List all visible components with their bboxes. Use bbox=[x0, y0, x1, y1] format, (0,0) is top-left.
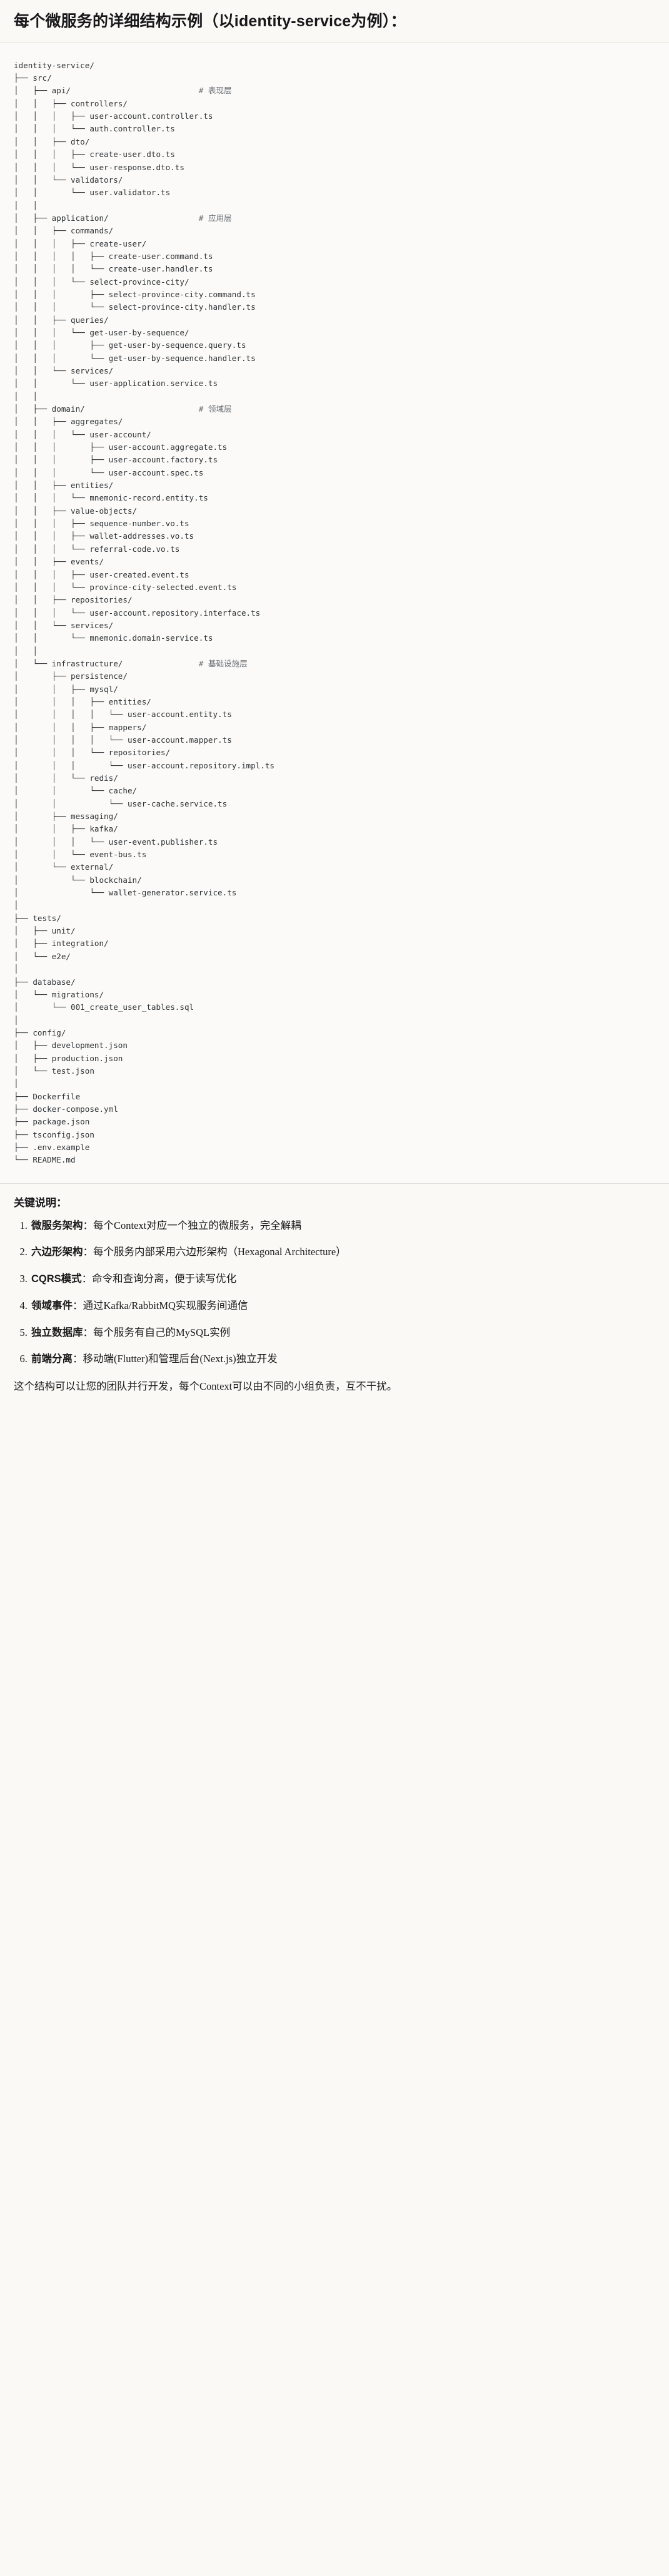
note-separator: ： bbox=[73, 1299, 83, 1311]
closing-paragraph: 这个结构可以让您的团队并行开发，每个Context可以由不同的小组负责，互不干扰… bbox=[14, 1380, 398, 1393]
note-separator: ： bbox=[73, 1353, 83, 1365]
key-notes-section: 关键说明： 微服务架构：每个Context对应一个独立的微服务，完全解耦 六边形… bbox=[0, 1183, 669, 1412]
key-notes-list: 微服务架构：每个Context对应一个独立的微服务，完全解耦 六边形架构：每个服… bbox=[14, 1218, 655, 1368]
note-separator: ： bbox=[81, 1273, 93, 1285]
note-body: 通过Kafka/RabbitMQ实现服务间通信 bbox=[83, 1299, 248, 1311]
note-body: 每个服务有自己的MySQL实例 bbox=[93, 1326, 231, 1338]
note-term: CQRS模式 bbox=[31, 1273, 82, 1285]
code-divider bbox=[0, 1183, 669, 1184]
note-body: 每个Context对应一个独立的微服务，完全解耦 bbox=[93, 1219, 301, 1231]
note-term: 微服务架构 bbox=[31, 1219, 83, 1231]
note-separator: ： bbox=[83, 1219, 94, 1231]
note-term: 前端分离 bbox=[31, 1353, 73, 1365]
page-title: 每个微服务的详细结构示例（以identity-service为例）： bbox=[14, 13, 406, 30]
code-block: identity-service/ ├── src/ │ ├── api/ # … bbox=[0, 43, 669, 1183]
note-separator: ： bbox=[83, 1326, 94, 1338]
list-item: 六边形架构：每个服务内部采用六边形架构（Hexagonal Architectu… bbox=[30, 1245, 655, 1260]
list-item: 独立数据库：每个服务有自己的MySQL实例 bbox=[30, 1325, 655, 1341]
list-item: 领域事件：通过Kafka/RabbitMQ实现服务间通信 bbox=[30, 1298, 655, 1314]
note-body: 命令和查询分离，便于读写优化 bbox=[92, 1273, 237, 1285]
note-term: 六边形架构 bbox=[31, 1246, 83, 1258]
key-notes-title: 关键说明： bbox=[14, 1196, 67, 1209]
document-page: 每个微服务的详细结构示例（以identity-service为例）： ident… bbox=[0, 0, 669, 1412]
note-body: 每个服务内部采用六边形架构（Hexagonal Architecture） bbox=[93, 1246, 346, 1258]
note-term: 独立数据库 bbox=[31, 1326, 83, 1338]
note-term: 领域事件 bbox=[31, 1300, 73, 1311]
list-item: 微服务架构：每个Context对应一个独立的微服务，完全解耦 bbox=[30, 1218, 655, 1234]
note-body: 移动端(Flutter)和管理后台(Next.js)独立开发 bbox=[83, 1353, 278, 1365]
note-separator: ： bbox=[83, 1246, 94, 1258]
list-item: CQRS模式：命令和查询分离，便于读写优化 bbox=[30, 1271, 655, 1287]
list-item: 前端分离：移动端(Flutter)和管理后台(Next.js)独立开发 bbox=[30, 1352, 655, 1367]
directory-tree: identity-service/ ├── src/ │ ├── api/ # … bbox=[14, 60, 275, 1165]
